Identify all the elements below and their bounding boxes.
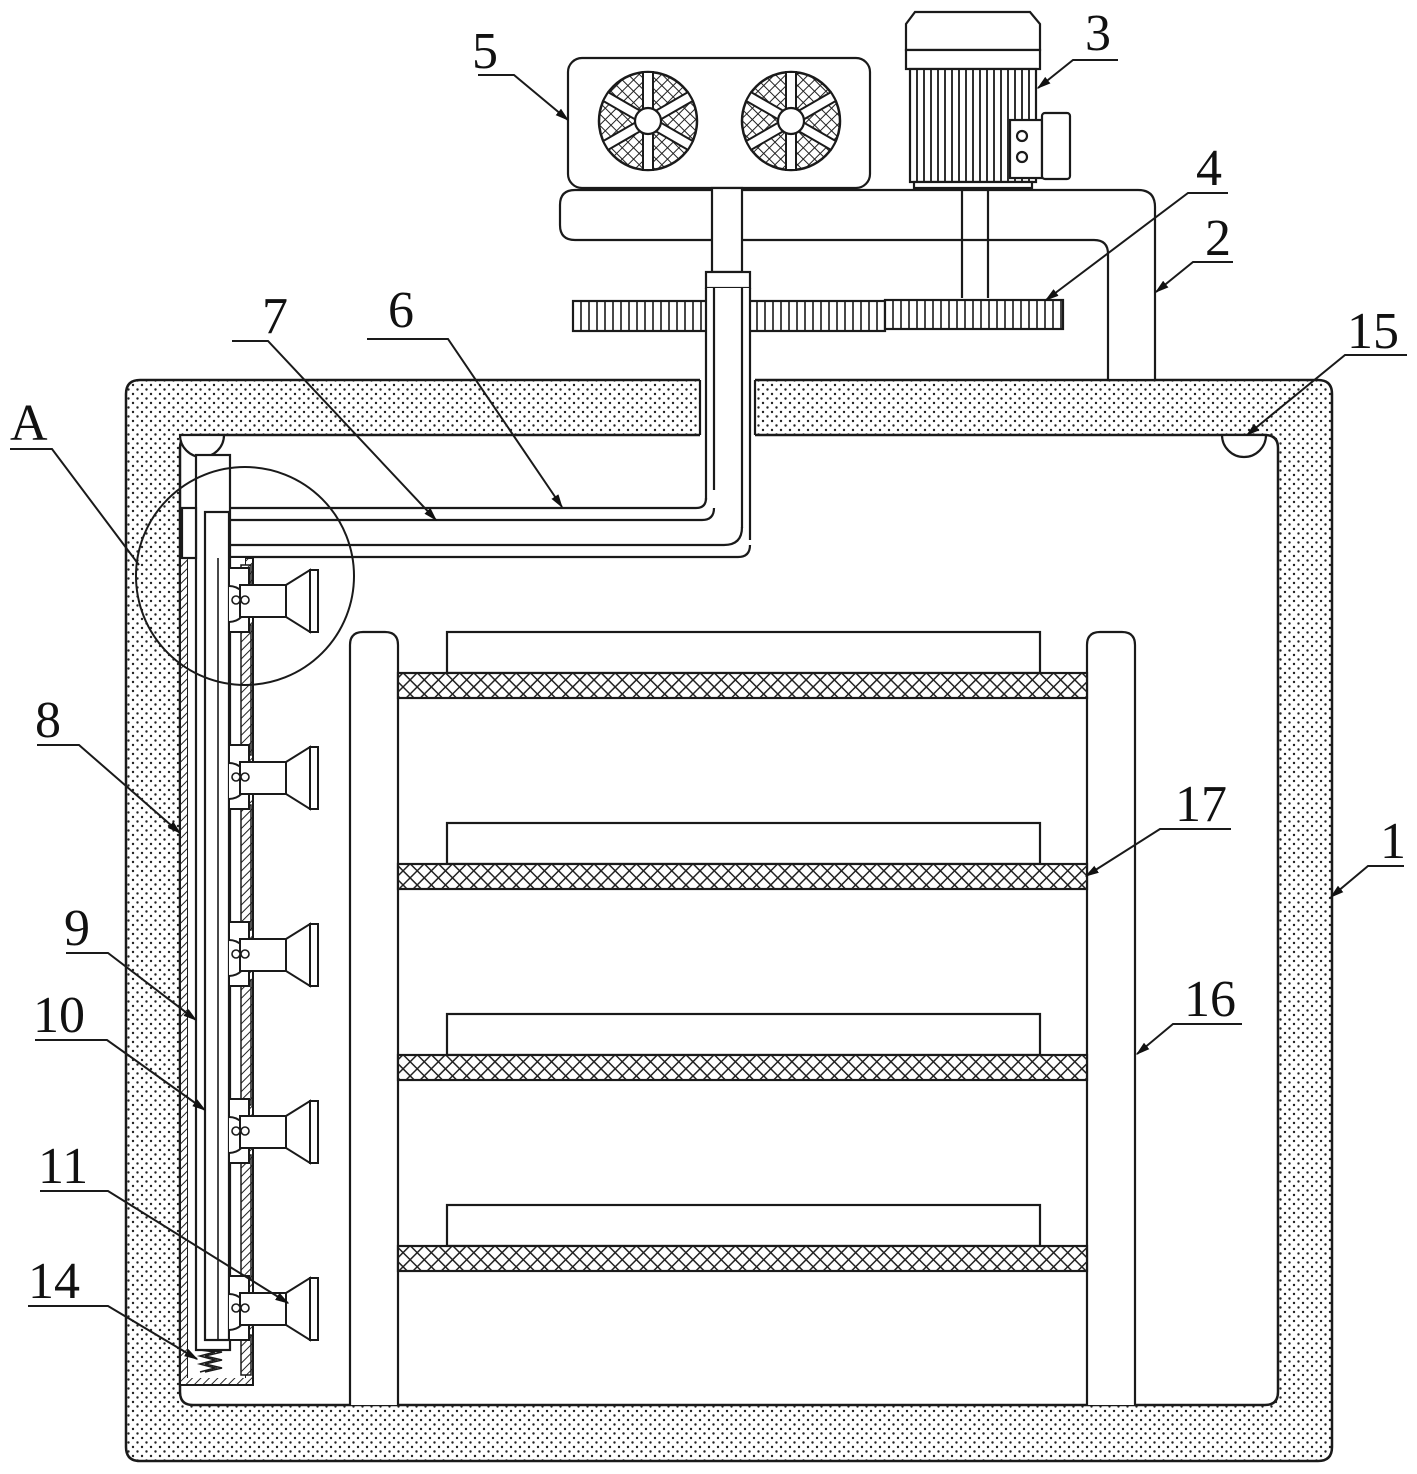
shelf-post-right — [1085, 630, 1137, 1405]
label-15: 15 — [1347, 303, 1399, 360]
support-frame — [558, 188, 1157, 382]
motor — [904, 10, 1072, 298]
label-14: 14 — [28, 1253, 80, 1310]
leader-lines — [10, 59, 1407, 1360]
mesh-shelf — [396, 1012, 1089, 1082]
tray — [445, 630, 1042, 675]
mesh-shelf — [396, 1203, 1089, 1273]
fan-unit — [566, 56, 872, 190]
label-4: 4 — [1196, 140, 1222, 197]
fan-right — [740, 70, 842, 172]
gear-set — [571, 298, 1065, 333]
reference-labels: 5 3 4 2 15 7 6 A 8 9 10 11 14 17 16 1 — [10, 5, 1406, 1310]
label-9: 9 — [64, 900, 90, 957]
roller-groove-right — [1220, 433, 1268, 459]
spray-nozzle — [228, 1275, 319, 1342]
mesh-shelf — [396, 821, 1089, 891]
label-7: 7 — [262, 288, 288, 345]
spring — [196, 1349, 223, 1373]
label-16: 16 — [1184, 971, 1236, 1028]
shelf-rack — [348, 630, 1137, 1405]
detail-circle-a — [135, 466, 355, 686]
roller-groove-left — [178, 433, 226, 459]
slider — [203, 510, 231, 1342]
label-11: 11 — [38, 1138, 88, 1195]
tray — [445, 1203, 1042, 1248]
drive-shaft — [704, 186, 752, 540]
label-10: 10 — [33, 987, 85, 1044]
label-3: 3 — [1085, 5, 1111, 62]
motor-terminal-box — [1008, 118, 1044, 180]
label-6: 6 — [388, 282, 414, 339]
shelf-post-left — [348, 630, 400, 1405]
label-a: A — [10, 395, 48, 452]
spray-nozzle — [228, 921, 319, 988]
label-1: 1 — [1380, 813, 1406, 870]
spray-nozzle — [228, 1098, 319, 1165]
tray — [445, 821, 1042, 866]
mesh-plate — [396, 862, 1089, 891]
guide-rail-assembly — [135, 453, 355, 1386]
label-2: 2 — [1205, 210, 1231, 267]
label-17: 17 — [1175, 776, 1227, 833]
horizontal-pipes — [230, 497, 752, 559]
label-8: 8 — [35, 692, 61, 749]
spray-nozzle — [228, 567, 319, 634]
mesh-plate — [396, 1053, 1089, 1082]
label-5: 5 — [472, 23, 498, 80]
spray-nozzle — [228, 744, 319, 811]
mesh-plate — [396, 671, 1089, 700]
fan-left — [597, 70, 699, 172]
mesh-plate — [396, 1244, 1089, 1273]
mesh-shelf — [396, 630, 1089, 700]
tray — [445, 1012, 1042, 1057]
